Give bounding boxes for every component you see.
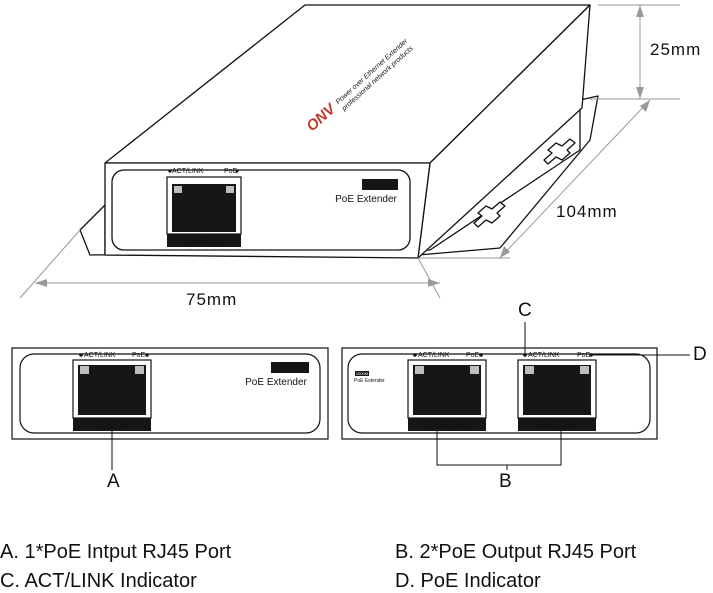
callout-c: C — [518, 300, 532, 321]
front-led-act-link-dot — [79, 353, 83, 357]
callout-leaders — [111, 322, 690, 470]
front-led-poe-label: PoE — [132, 352, 146, 359]
mount-slot-1 — [473, 201, 506, 228]
front-speed-badge-bg — [271, 362, 309, 373]
back-rj45-cavity-1 — [413, 365, 481, 415]
back-view-panel: 1000M PoE Extender ACT/LINK PoE PoE Out … — [341, 347, 658, 440]
back-led-act-link-label-1: ACT/LINK — [418, 352, 450, 359]
port-label-bg — [167, 234, 241, 247]
front-view-panel: ACT/LINK PoE PoE In 1000M PoE Extender — [11, 347, 329, 440]
front-port-label-bg — [73, 418, 151, 431]
legend-a: A. 1*PoE Intput RJ45 Port — [0, 541, 232, 563]
front-port-label: PoE In — [97, 420, 127, 431]
back-view-inner — [347, 353, 651, 434]
front-speed-badge: 1000M — [275, 363, 306, 374]
back-port-label-bg-1 — [408, 418, 486, 431]
callout-b: B — [499, 471, 512, 492]
back-led-act-link-label-2: ACT/LINK — [528, 352, 560, 359]
front-product-name: PoE Extender — [245, 377, 307, 388]
mount-slot-2 — [543, 138, 576, 165]
led-poe-label: PoE — [224, 168, 238, 175]
dimension-arrowheads — [35, 5, 650, 287]
legend-c: C. ACT/LINK Indicator — [0, 570, 197, 592]
front-led-poe-dot — [145, 353, 149, 357]
dim-width-label: 75mm — [186, 290, 238, 309]
back-led-poe-label-2: PoE — [577, 352, 591, 359]
front-led-act-link-label: ACT/LINK — [84, 352, 116, 359]
back-port-label-bg-2 — [518, 418, 596, 431]
leader-b — [436, 431, 562, 466]
back-rj45-cavity-2 — [523, 365, 591, 415]
legend-d: D. PoE Indicator — [395, 570, 541, 592]
device-3d-view — [79, 4, 599, 259]
rj45-port-cavity — [172, 184, 236, 232]
led-act-link-label: ACT/LINK — [172, 168, 204, 175]
back-port-label-2: PoE Out — [538, 420, 576, 431]
back-led-act-link-dot-1 — [413, 353, 417, 357]
back-speed-badge-bg — [355, 371, 369, 376]
device-3d-port: ACT/LINK PoE PoE In 1000M PoE Extender — [166, 168, 398, 247]
dim-height-label: 25mm — [650, 40, 702, 59]
speed-badge-bg — [362, 179, 398, 190]
front-rj45-cavity — [78, 365, 146, 415]
back-led-poe-dot-1 — [479, 353, 483, 357]
product-name: PoE Extender — [335, 194, 397, 205]
led-act-link-dot — [168, 169, 172, 173]
port-label: PoE In — [189, 236, 219, 247]
back-speed-badge: 1000M — [356, 371, 368, 376]
callout-d: D — [693, 344, 707, 365]
dim-depth-label: 104mm — [556, 202, 618, 221]
back-port-label-1: PoE Out — [428, 420, 466, 431]
led-poe-dot — [235, 169, 239, 173]
speed-badge: 1000M — [365, 180, 396, 191]
back-product-name: PoE Extender — [354, 378, 385, 384]
dimension-lines — [19, 4, 680, 299]
back-led-poe-label-1: PoE — [466, 352, 480, 359]
legend-b: B. 2*PoE Output RJ45 Port — [395, 541, 637, 563]
callout-a: A — [107, 471, 120, 492]
